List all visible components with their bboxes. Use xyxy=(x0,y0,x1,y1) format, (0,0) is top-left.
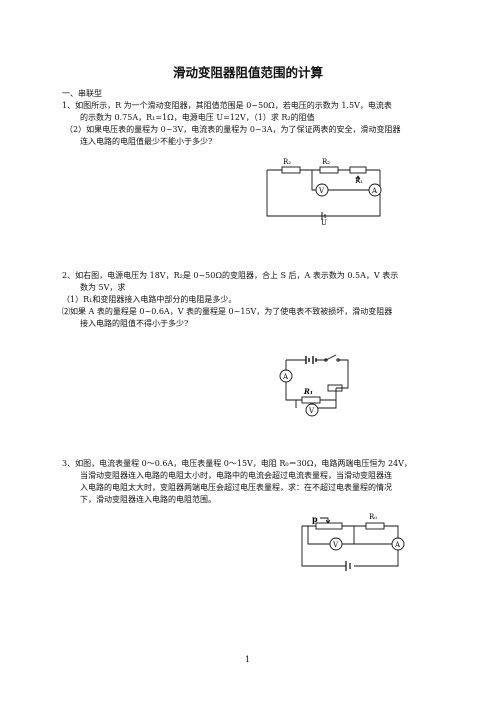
q2-label-a: A xyxy=(282,373,289,381)
q1-resistor-r1 xyxy=(349,166,367,174)
q2-switch xyxy=(325,354,337,361)
q1-resistor-r xyxy=(319,166,339,174)
q2-voltmeter xyxy=(305,403,319,417)
q3-ammeter xyxy=(391,537,405,551)
q3-voltmeter xyxy=(329,537,343,551)
section-heading: 一、串联型 xyxy=(62,89,102,98)
q2-circuit-diagram: A R₁ V xyxy=(279,354,349,417)
q1-resistor-r2 xyxy=(281,166,301,174)
q2-line-2: 数为 5V，求 xyxy=(80,283,126,292)
page-number: 1 xyxy=(245,655,251,664)
q3-label-a: A xyxy=(394,541,401,549)
q3-circuit-diagram: p R₀ V A xyxy=(301,513,405,571)
q1-label-r2: R₂ xyxy=(283,158,291,166)
q2-line-4: ⑵如果 A 表的量程是 0~0.6A，V 表的量程是 0~15V，为了使电表不致… xyxy=(62,307,393,316)
q1-line-4: 连入电路的电阻值最少不能小于多少? xyxy=(80,137,213,146)
q1-ammeter xyxy=(368,183,382,197)
q1-line-1: 1、如图所示，R 为一个滑动变阻器，其阻值范围是 0~50Ω，若电压的示数为 1… xyxy=(62,101,392,110)
q2-label-r1: R₁ xyxy=(303,387,313,396)
q1-voltmeter xyxy=(315,183,329,197)
q3-resistor-r0 xyxy=(365,522,385,530)
q1-label-u: U xyxy=(321,219,327,226)
q3-line-4: 下，滑动变阻器连入电路的电阻范围。 xyxy=(80,495,216,504)
q2-line-5: 接入电路的阻值不得小于多少? xyxy=(80,319,189,328)
q1-line-3: （2）如果电压表的量程为 0~3V，电流表的量程为 0~3A，为了保证两表的安全… xyxy=(65,125,401,134)
q3-line-3: 入电路的电阻太大时，变阻器两端电压会超过电压表量程，求：在不超过电表量程的情况 xyxy=(80,483,392,492)
q3-line-2: 当滑动变阻器连入电路的电阻太小时，电路中的电流会超过电流表量程，当滑动变阻器连 xyxy=(80,471,392,480)
q1-label-a: A xyxy=(371,187,378,195)
q3-label-v: V xyxy=(332,541,339,549)
q3-line-1: 3、如图，电流表量程 0～0.6A，电压表量程 0～15V，电阻 R₀＝30Ω，… xyxy=(62,459,412,468)
q2-line-1: 2、如右图，电源电压为 18V，R₂是 0~50Ω的变阻器，合上 S 后，A 表… xyxy=(62,271,399,280)
q1-label-r: R₂ xyxy=(322,158,330,166)
q3-label-p: p xyxy=(312,514,318,524)
q2-resistor-r1 xyxy=(301,396,321,404)
q2-ammeter xyxy=(279,369,293,383)
q2-line-3: （1）R₁和变阻器接入电路中部分的电阻是多少。 xyxy=(62,295,237,304)
q2-label-v: V xyxy=(308,407,315,415)
q3-rheostat xyxy=(315,522,343,530)
q1-line-2: 的示数为 0.75A，R₁=1Ω，电源电压 U=12V，（1）求 R₂的阻值 xyxy=(80,113,315,122)
q2-rheostat xyxy=(327,384,343,392)
q1-label-v: V xyxy=(318,187,325,195)
q3-label-r0: R₀ xyxy=(369,513,377,521)
q1-circuit-diagram: R₂ R₂ R₁ V A U xyxy=(266,158,382,226)
q1-label-r1: R₁ xyxy=(355,177,363,185)
page-title: 滑动变阻器阻值范围的计算 xyxy=(172,65,323,80)
